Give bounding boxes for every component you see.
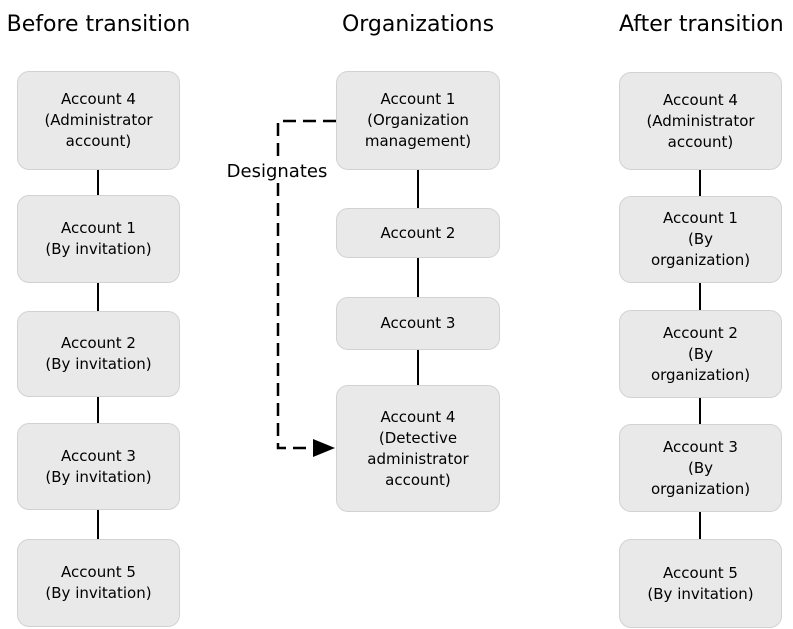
connector-line	[97, 283, 99, 311]
org-box-account-4: Account 4 (Detective administrator accou…	[336, 385, 500, 512]
after-box-account-2: Account 2 (By organization)	[619, 310, 782, 398]
account-box-label: Account 3 (By invitation)	[45, 446, 152, 486]
connector-line	[417, 170, 419, 208]
account-box-label: Account 5 (By invitation)	[45, 563, 152, 602]
account-box-label: Account 4 (Administrator account)	[646, 90, 755, 151]
account-box-label: Account 2 (By invitation)	[45, 334, 152, 373]
designates-label: Designates	[223, 161, 331, 183]
connector-line	[699, 170, 701, 196]
after-box-account-1: Account 1 (By organization)	[619, 196, 782, 283]
after-box-account-5: Account 5 (By invitation)	[619, 539, 782, 628]
connector-line	[97, 170, 99, 195]
before-box-account-4: Account 4 (Administrator account)	[17, 71, 180, 170]
column-title-before-transition: Before transition	[6, 12, 191, 37]
account-box-label: Account 1 (By invitation)	[45, 219, 152, 258]
before-box-account-2: Account 2 (By invitation)	[17, 311, 180, 397]
connector-line	[97, 510, 99, 539]
before-box-account-1: Account 1 (By invitation)	[17, 195, 180, 283]
after-box-account-4: Account 4 (Administrator account)	[619, 72, 782, 170]
column-title-after-transition: After transition	[619, 12, 784, 37]
before-box-account-5: Account 5 (By invitation)	[17, 539, 180, 627]
connector-line	[97, 397, 99, 423]
org-box-account-2: Account 2	[336, 208, 500, 258]
account-box-label: Account 1 (Organization management)	[364, 90, 472, 150]
column-title-organizations: Organizations	[341, 12, 495, 37]
designates-arrowhead-icon	[313, 439, 335, 457]
org-box-account-3: Account 3	[336, 297, 500, 350]
before-box-account-3: Account 3 (By invitation)	[17, 423, 180, 510]
account-box-label: Account 4 (Detective administrator accou…	[367, 407, 469, 489]
account-box-label: Account 1 (By organization)	[650, 209, 751, 269]
account-box-label: Account 4 (Administrator account)	[44, 90, 153, 150]
account-box-label: Account 2 (By organization)	[650, 323, 751, 384]
connector-line	[699, 398, 701, 424]
connector-line	[699, 283, 701, 310]
connector-line	[417, 350, 419, 385]
org-box-account-1: Account 1 (Organization management)	[336, 71, 500, 170]
account-box-label: Account 3	[380, 314, 456, 332]
connector-line	[417, 258, 419, 297]
after-box-account-3: Account 3 (By organization)	[619, 424, 782, 512]
account-box-label: Account 2	[380, 223, 456, 242]
connector-line	[699, 512, 701, 539]
account-box-label: Account 3 (By organization)	[650, 437, 751, 498]
account-box-label: Account 5 (By invitation)	[647, 563, 754, 603]
